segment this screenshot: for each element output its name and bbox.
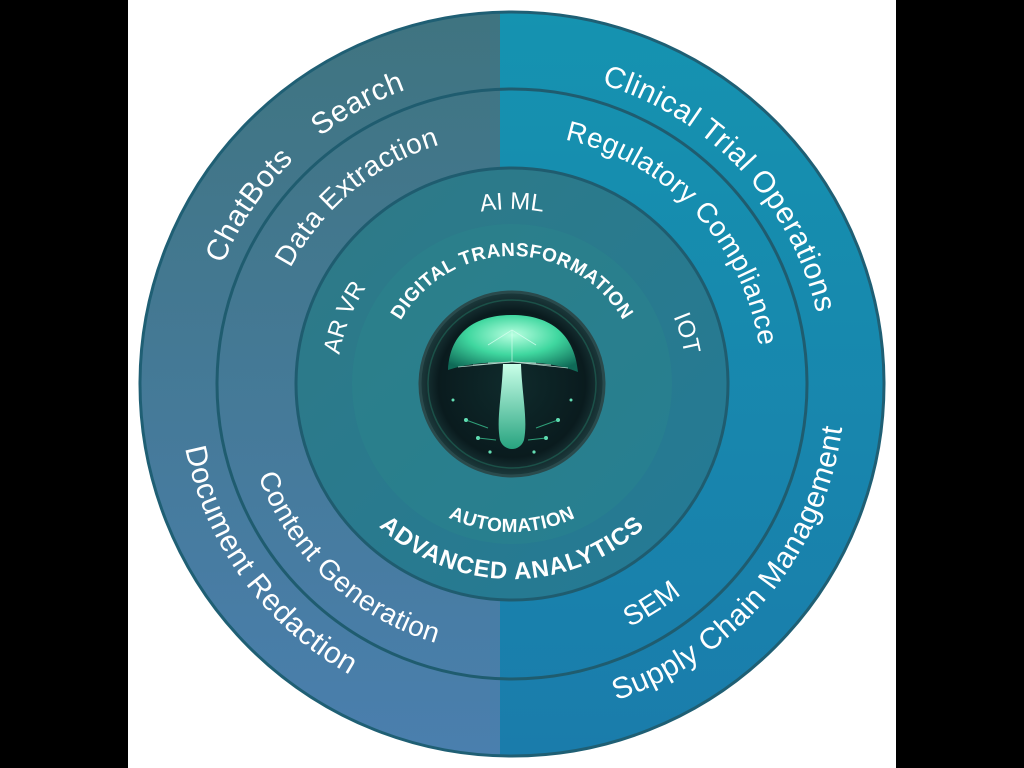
diagram-canvas: Search ChatBots Clinical Trial Operation… (128, 0, 896, 768)
outer-ring-border (138, 10, 886, 758)
radial-diagram: Search ChatBots Clinical Trial Operation… (138, 10, 886, 758)
middle-ring (215, 87, 809, 681)
label-ai-ml: AI ML (478, 188, 546, 218)
middle-ring-border (215, 87, 809, 681)
mushroom-icon (418, 290, 606, 478)
